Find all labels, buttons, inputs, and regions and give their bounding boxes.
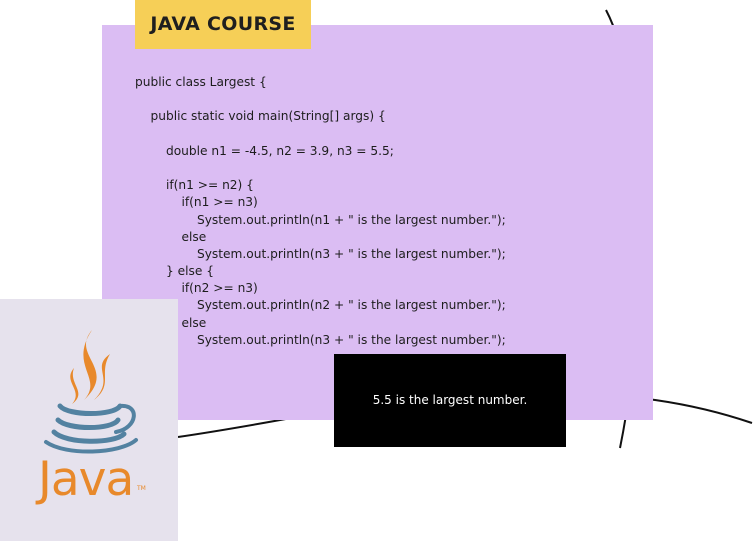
code-line bbox=[135, 91, 506, 108]
code-line bbox=[135, 126, 506, 143]
code-line: else bbox=[135, 229, 207, 244]
java-logo-wordmark: Java bbox=[38, 452, 134, 507]
java-coffee-cup-icon bbox=[44, 330, 138, 454]
code-line: if(n1 >= n2) { bbox=[135, 178, 254, 193]
code-block: public class Largest { public static voi… bbox=[135, 74, 506, 401]
code-line: System.out.println(n3 + " is the largest… bbox=[135, 332, 506, 347]
code-line: } else { bbox=[135, 264, 214, 279]
code-line bbox=[135, 160, 506, 177]
code-line: public class Largest { bbox=[135, 75, 267, 89]
code-line: if(n1 >= n3) bbox=[135, 195, 258, 210]
code-line: System.out.println(n1 + " is the largest… bbox=[135, 212, 506, 227]
code-line: if(n2 >= n3) bbox=[135, 281, 258, 296]
console-output-text: 5.5 is the largest number. bbox=[372, 393, 528, 407]
code-line: System.out.println(n2 + " is the largest… bbox=[135, 298, 506, 313]
course-tag: JAVA COURSE bbox=[135, 0, 311, 49]
java-logo-panel bbox=[0, 299, 178, 541]
code-line: else bbox=[181, 315, 207, 330]
console-output-box: 5.5 is the largest number. bbox=[334, 354, 566, 447]
code-line: public static void main(String[] args) { bbox=[135, 109, 386, 124]
java-logo-trademark: TM bbox=[137, 485, 146, 492]
code-line: double n1 = -4.5, n2 = 3.9, n3 = 5.5; bbox=[135, 143, 394, 158]
code-line: System.out.println(n3 + " is the largest… bbox=[135, 246, 506, 261]
